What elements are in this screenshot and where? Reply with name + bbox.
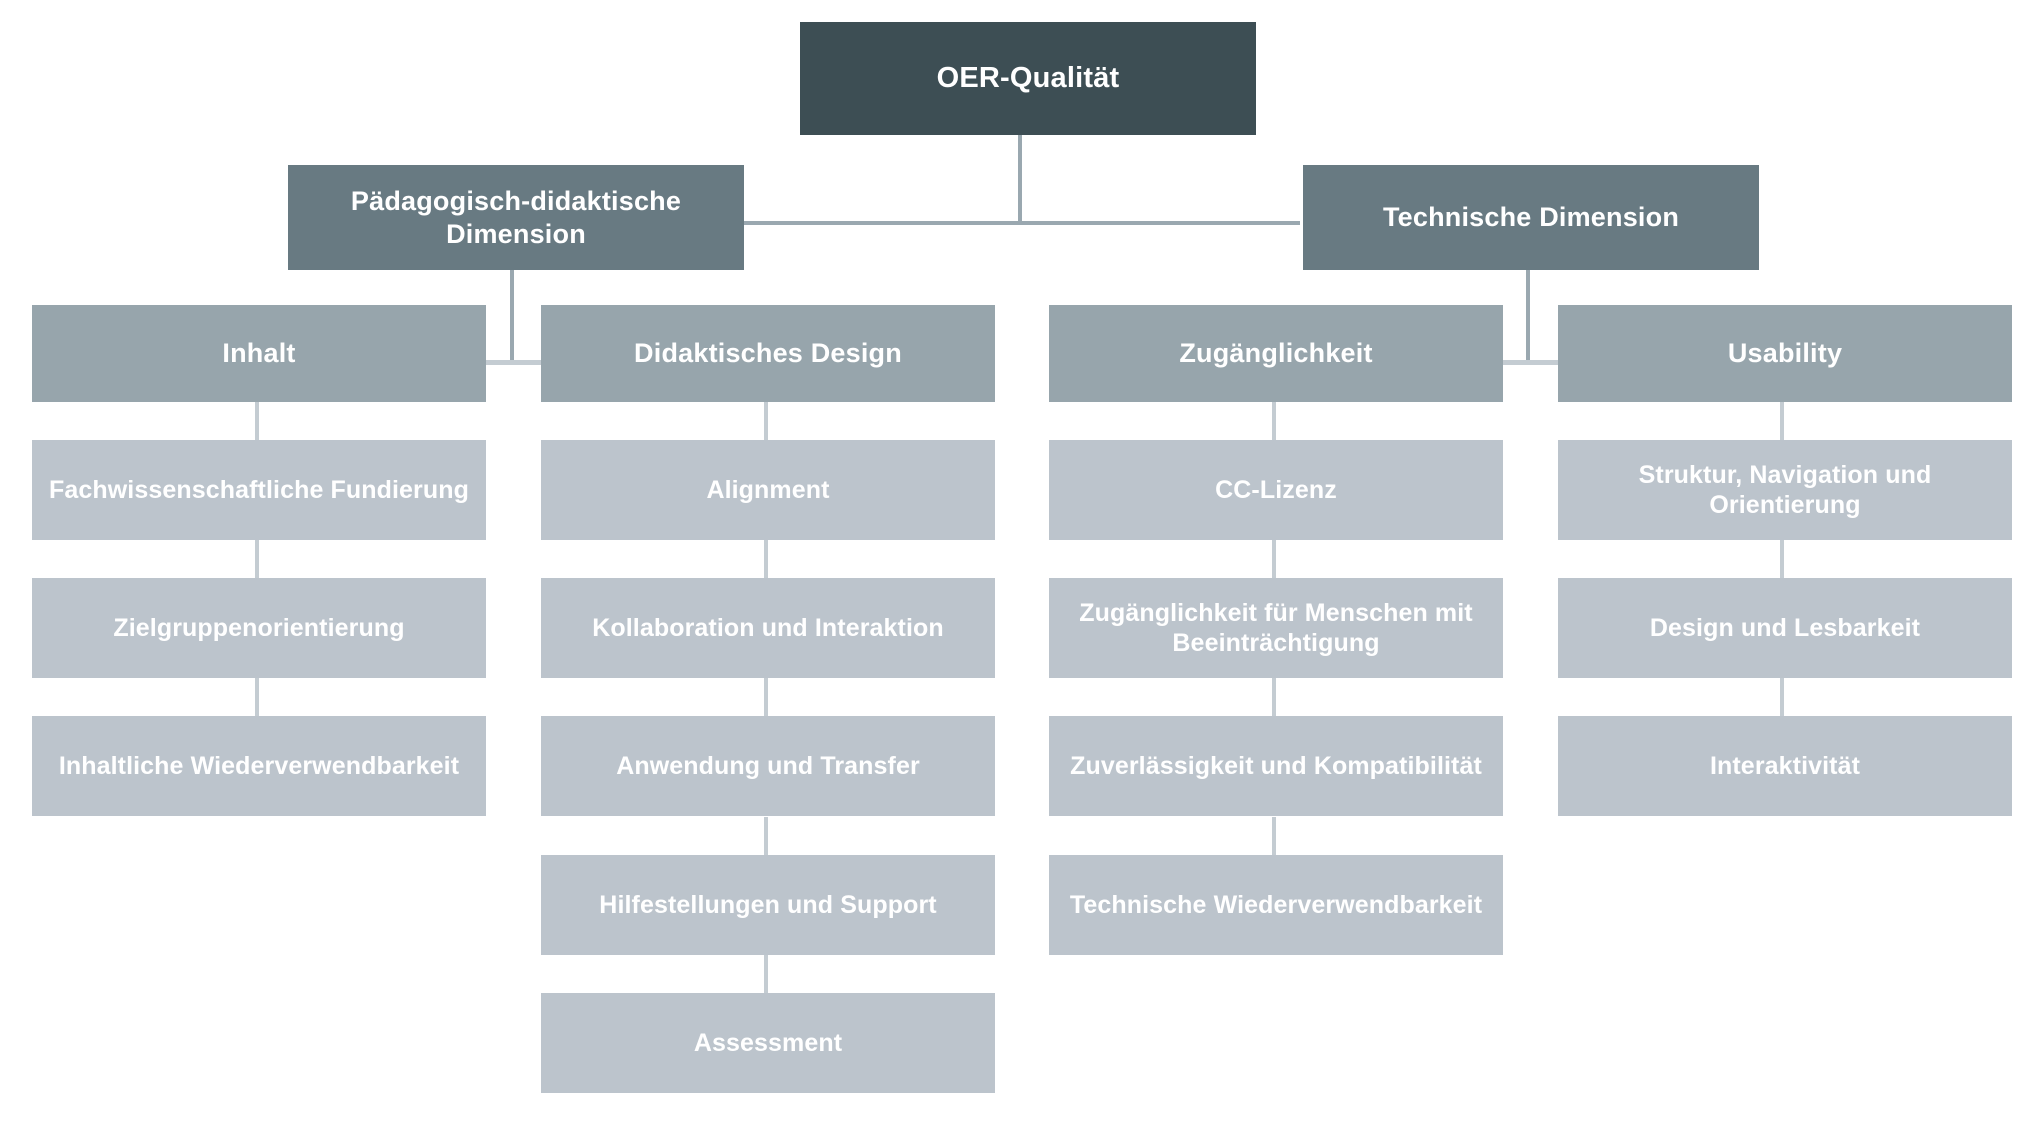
node-didaktisches-design[interactable]: Didaktisches Design bbox=[541, 305, 995, 402]
connector-col3-seg2 bbox=[1272, 540, 1276, 578]
leaf-technische-wiederverwendbarkeit[interactable]: Technische Wiederverwendbarkeit bbox=[1049, 855, 1503, 955]
node-zugaenglichkeit[interactable]: Zugänglichkeit bbox=[1049, 305, 1503, 402]
connector-col1-seg2 bbox=[255, 540, 259, 578]
leaf-zuverlaessigkeit-und-kompatibilitaet[interactable]: Zuverlässigkeit und Kompatibilität bbox=[1049, 716, 1503, 816]
connector-col1-seg3 bbox=[255, 678, 259, 716]
node-usability[interactable]: Usability bbox=[1558, 305, 2012, 402]
node-paedagogisch-didaktische-dimension[interactable]: Pädagogisch-didaktische Dimension bbox=[288, 165, 744, 270]
connector-col4-seg3 bbox=[1780, 678, 1784, 716]
connector-paedagogisch-crossbar bbox=[486, 360, 544, 365]
connector-col2-seg4 bbox=[764, 817, 768, 855]
leaf-fachwissenschaftliche-fundierung[interactable]: Fachwissenschaftliche Fundierung bbox=[32, 440, 486, 540]
connector-col2-seg5 bbox=[764, 955, 768, 993]
connector-paedagogisch-vertical bbox=[510, 270, 514, 362]
connector-col3-seg1 bbox=[1272, 402, 1276, 440]
connector-technische-crossbar bbox=[1502, 360, 1560, 365]
connector-root-vertical bbox=[1018, 135, 1022, 223]
node-oer-qualitaet[interactable]: OER-Qualität bbox=[800, 22, 1256, 135]
leaf-zugaenglichkeit-fuer-menschen-mit-beeintraechtigung[interactable]: Zugänglichkeit für Menschen mit Beeinträ… bbox=[1049, 578, 1503, 678]
node-technische-dimension[interactable]: Technische Dimension bbox=[1303, 165, 1759, 270]
leaf-design-und-lesbarkeit[interactable]: Design und Lesbarkeit bbox=[1558, 578, 2012, 678]
leaf-alignment[interactable]: Alignment bbox=[541, 440, 995, 540]
leaf-interaktivitaet[interactable]: Interaktivität bbox=[1558, 716, 2012, 816]
connector-col3-seg3 bbox=[1272, 678, 1276, 716]
connector-col4-seg2 bbox=[1780, 540, 1784, 578]
connector-col3-seg4 bbox=[1272, 817, 1276, 855]
connector-col2-seg1 bbox=[764, 402, 768, 440]
leaf-zielgruppenorientierung[interactable]: Zielgruppenorientierung bbox=[32, 578, 486, 678]
connector-col2-seg3 bbox=[764, 678, 768, 716]
connector-col4-seg1 bbox=[1780, 402, 1784, 440]
connector-col1-seg1 bbox=[255, 402, 259, 440]
connector-technische-vertical bbox=[1526, 270, 1530, 362]
leaf-inhaltliche-wiederverwendbarkeit[interactable]: Inhaltliche Wiederverwendbarkeit bbox=[32, 716, 486, 816]
connector-col2-seg2 bbox=[764, 540, 768, 578]
leaf-kollaboration-und-interaktion[interactable]: Kollaboration und Interaktion bbox=[541, 578, 995, 678]
leaf-hilfestellungen-und-support[interactable]: Hilfestellungen und Support bbox=[541, 855, 995, 955]
leaf-struktur-navigation-und-orientierung[interactable]: Struktur, Navigation und Orientierung bbox=[1558, 440, 2012, 540]
leaf-cc-lizenz[interactable]: CC-Lizenz bbox=[1049, 440, 1503, 540]
connector-dimension-spine bbox=[740, 221, 1300, 225]
leaf-assessment[interactable]: Assessment bbox=[541, 993, 995, 1093]
node-inhalt[interactable]: Inhalt bbox=[32, 305, 486, 402]
leaf-anwendung-und-transfer[interactable]: Anwendung und Transfer bbox=[541, 716, 995, 816]
